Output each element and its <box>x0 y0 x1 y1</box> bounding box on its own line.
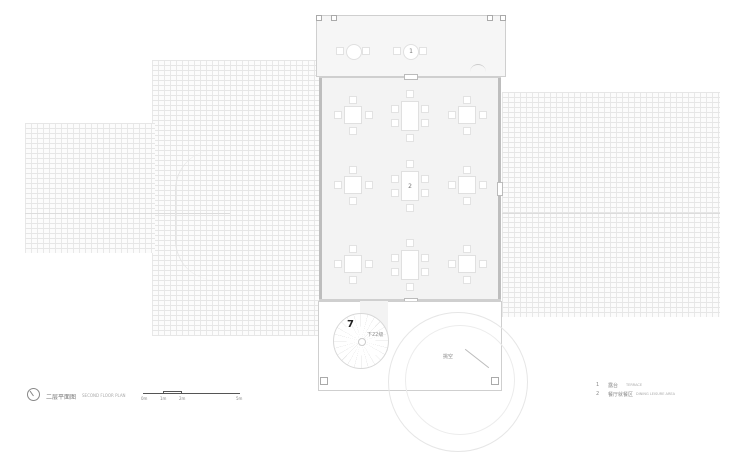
chair <box>391 268 399 276</box>
rect-table: 2 <box>401 171 419 201</box>
chair <box>391 105 399 113</box>
drawing-title-cn: 二层平面图 <box>46 394 77 401</box>
roof-right <box>502 92 720 317</box>
column <box>487 15 493 21</box>
chair <box>448 260 456 268</box>
legend-num: 1 <box>596 382 600 388</box>
scale-bar <box>143 393 240 394</box>
window <box>404 74 418 80</box>
column <box>500 15 506 21</box>
chair <box>448 111 456 119</box>
chair <box>406 283 414 291</box>
chair <box>349 245 357 253</box>
square-table <box>344 255 362 273</box>
chair <box>406 90 414 98</box>
void-label: 挑空 <box>443 354 454 360</box>
chair <box>362 47 370 55</box>
chair <box>391 119 399 127</box>
chair <box>406 160 414 168</box>
chair <box>419 47 427 55</box>
square-table <box>458 106 476 124</box>
legend-cn: 餐厅就餐区 <box>608 392 634 398</box>
legend-cn: 露台 <box>608 383 619 389</box>
round-table <box>346 44 362 60</box>
roof-ridge-left <box>25 213 230 214</box>
chair <box>334 181 342 189</box>
square-table <box>458 176 476 194</box>
square-table <box>458 255 476 273</box>
chair <box>349 276 357 284</box>
chair <box>393 47 401 55</box>
chair <box>349 127 357 135</box>
legend-num: 2 <box>596 391 600 397</box>
chair <box>463 96 471 104</box>
chair <box>421 119 429 127</box>
chair <box>463 197 471 205</box>
chair <box>421 268 429 276</box>
compass-icon <box>27 388 40 401</box>
chair <box>365 181 373 189</box>
chair <box>391 254 399 262</box>
legend-en: TERRACE <box>626 383 643 387</box>
chair <box>349 166 357 174</box>
chair <box>421 189 429 197</box>
chair <box>365 260 373 268</box>
chair <box>463 127 471 135</box>
scale-tick: 5m <box>236 396 243 401</box>
chair <box>421 254 429 262</box>
column <box>491 377 499 385</box>
chair <box>463 245 471 253</box>
chair <box>448 181 456 189</box>
column <box>320 377 328 385</box>
chair <box>479 111 487 119</box>
scale-tick: 0m <box>141 396 148 401</box>
window <box>497 182 503 196</box>
chair <box>421 105 429 113</box>
square-table <box>344 176 362 194</box>
column <box>316 15 322 21</box>
chair <box>479 181 487 189</box>
column <box>331 15 337 21</box>
chair <box>391 189 399 197</box>
chair <box>463 166 471 174</box>
square-table <box>344 106 362 124</box>
wall-left <box>319 78 322 300</box>
drawing-title-en: SECOND FLOOR PLAN <box>82 393 126 398</box>
chair <box>349 197 357 205</box>
chair <box>406 204 414 212</box>
chair <box>391 175 399 183</box>
chair <box>421 175 429 183</box>
chair <box>479 260 487 268</box>
stair-number: 7 <box>347 319 354 330</box>
terrace-door <box>470 64 486 77</box>
spiral-stair-core <box>358 338 366 346</box>
scale-tick: 2m <box>179 396 186 401</box>
chair <box>406 239 414 247</box>
chair <box>406 134 414 142</box>
scale-bar-segment <box>163 391 182 393</box>
roof-left-main <box>152 60 320 336</box>
chair <box>365 111 373 119</box>
scale-tick: 1m <box>160 396 167 401</box>
roof-hip-left <box>175 150 236 280</box>
chair <box>349 96 357 104</box>
rect-table <box>401 101 419 131</box>
roof-left-wing <box>25 123 155 253</box>
chair <box>463 276 471 284</box>
chair <box>336 47 344 55</box>
round-table: 1 <box>403 44 419 60</box>
legend-en: DINING LEISURE AREA <box>636 392 675 396</box>
stair-label: 下22级 <box>367 332 384 338</box>
roof-ridge-right <box>502 213 720 214</box>
chair <box>334 111 342 119</box>
chair <box>334 260 342 268</box>
rect-table <box>401 250 419 280</box>
